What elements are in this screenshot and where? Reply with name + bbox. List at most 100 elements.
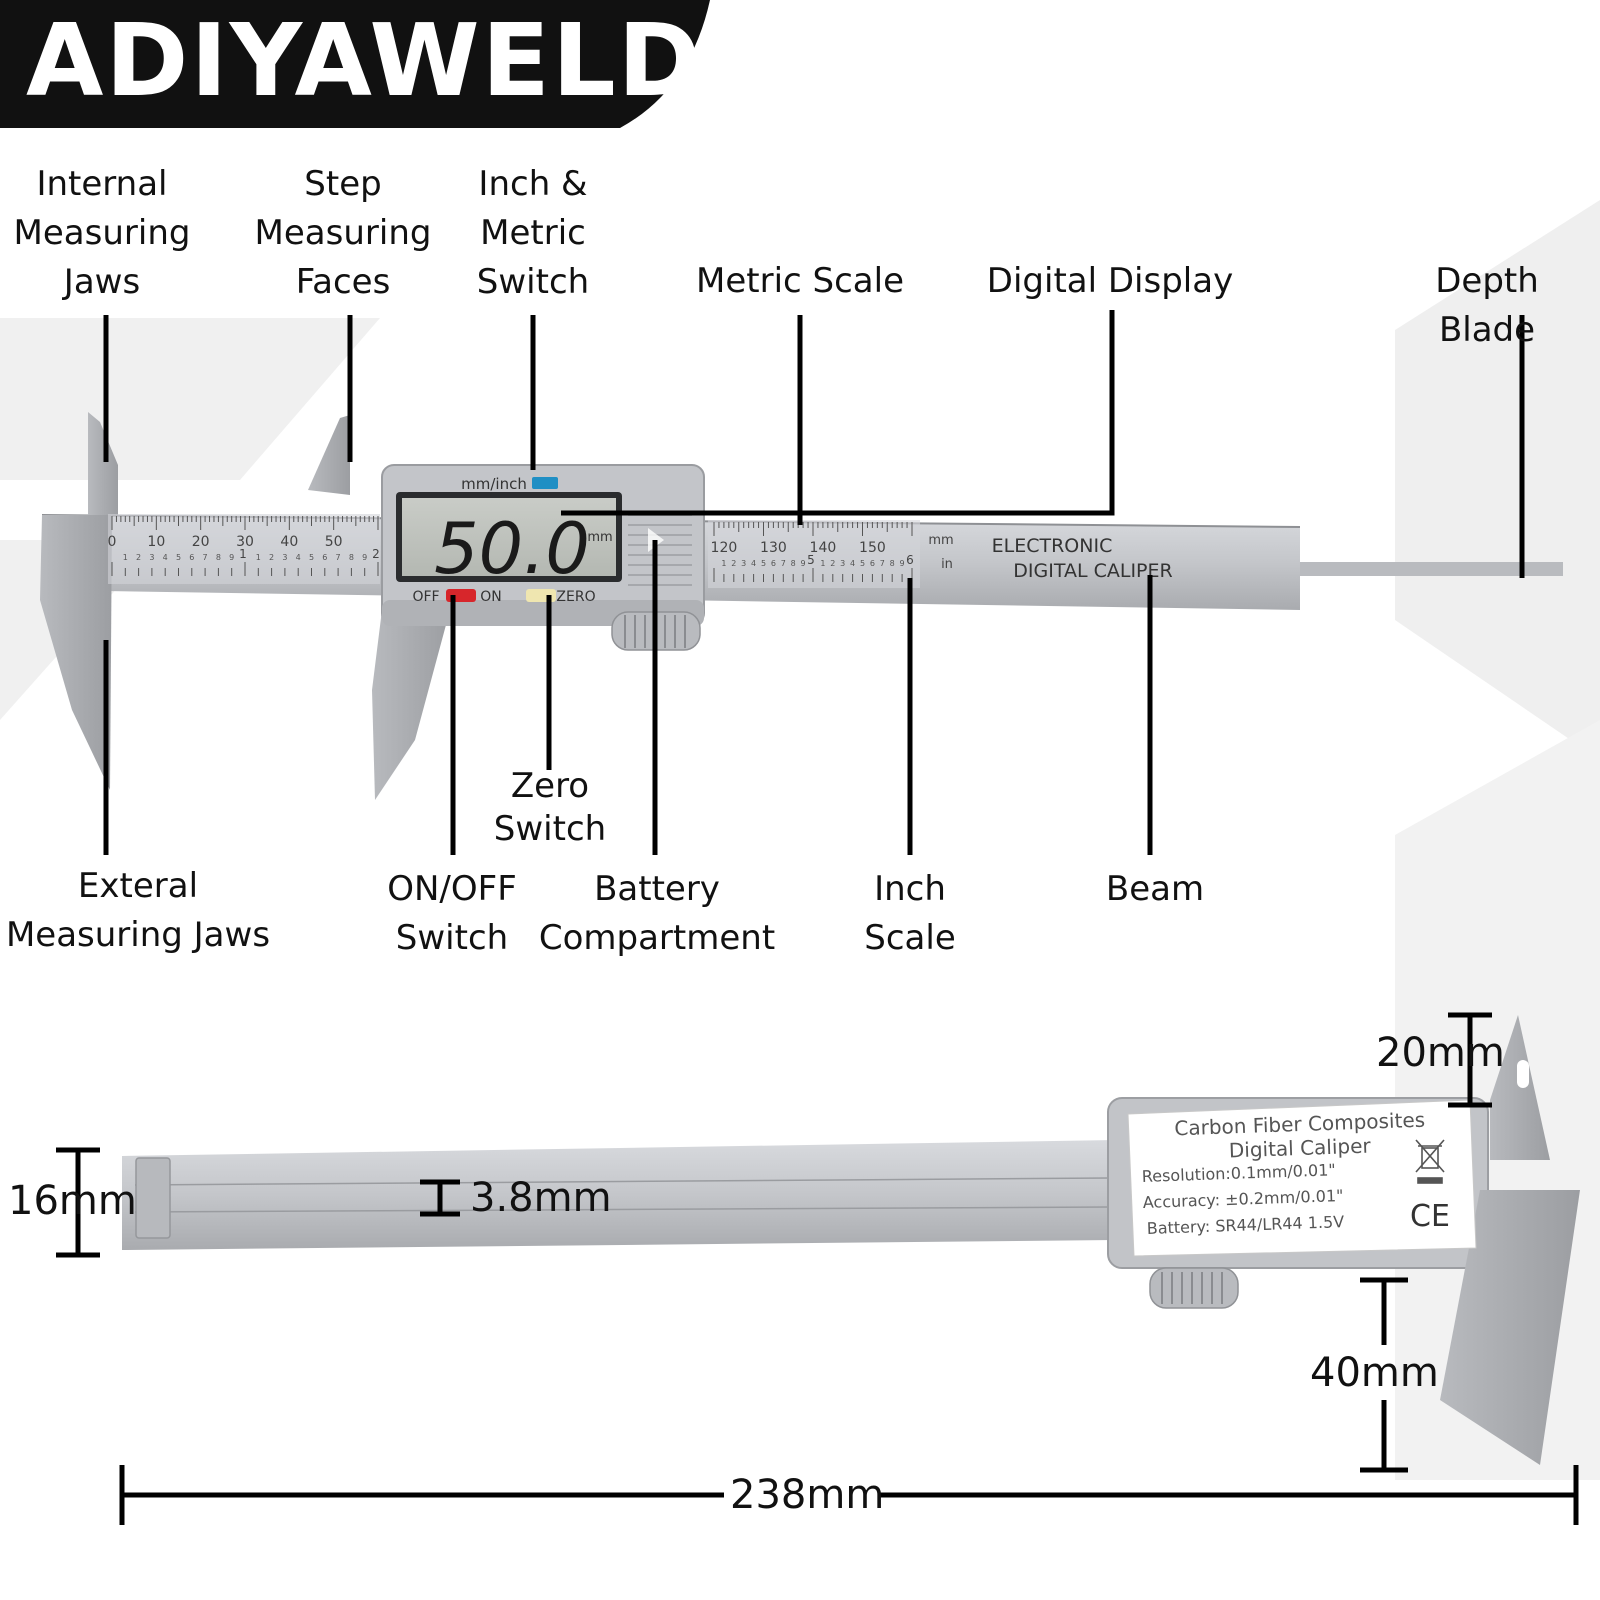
inch-major-label: 1 [239, 547, 247, 561]
inch-minor-label: 1 [820, 559, 825, 568]
inch-minor-label: 8 [216, 553, 221, 562]
label-depth-blade: Depth Blade [1435, 261, 1539, 350]
dim-height: 16mm [8, 1178, 137, 1224]
inch-minor-label: 6 [189, 553, 194, 562]
zero-label: ZERO [556, 589, 595, 605]
label-external-jaws: Exteral Measuring Jaws [5, 866, 271, 955]
mm-tick-label: 20 [192, 534, 210, 550]
front-caliper: 50.0 mm mm/inch OFF ON ZERO 0 10 20 30 40 50 1… [40, 412, 1563, 800]
inch-minor-label: 2 [731, 559, 736, 568]
back-jaw-lower [1440, 1190, 1580, 1465]
inch-minor-label: 2 [269, 553, 274, 562]
back-jaw-upper [1490, 1015, 1550, 1160]
scale-in-label: in [941, 557, 953, 572]
inch-minor-label: 3 [840, 559, 845, 568]
mm-tick-label: 30 [236, 534, 254, 550]
inch-minor-label: 7 [203, 553, 208, 562]
inch-minor-label: 7 [781, 559, 786, 568]
label-battery-compartment: Battery Compartment [538, 869, 776, 958]
inch-minor-label: 8 [349, 553, 354, 562]
mm-tick-label: 140 [810, 540, 837, 556]
leader-digital-display [561, 310, 1115, 516]
step-jaw-slider [308, 415, 350, 495]
label-inch-scale: Inch Scale [864, 869, 956, 958]
dim-depth: 20mm [1376, 1030, 1505, 1076]
mode-button[interactable] [532, 477, 558, 489]
beam-print-line2: DIGITAL CALIPER [1013, 560, 1172, 582]
back-thumbwheel [1149, 1267, 1239, 1309]
inch-minor-label: 4 [163, 553, 168, 562]
mm-tick-label: 0 [108, 534, 117, 550]
inch-minor-label: 5 [309, 553, 314, 562]
inch-minor-label: 1 [721, 559, 726, 568]
inch-minor-label: 6 [870, 559, 875, 568]
label-zero-switch: Zero Switch [493, 766, 607, 849]
inch-major-label: 5 [807, 553, 815, 567]
inch-minor-label: 9 [362, 553, 367, 562]
inch-minor-label: 5 [176, 553, 181, 562]
dim-thickness: 3.8mm [470, 1175, 612, 1221]
back-end-stop [135, 1157, 171, 1239]
inch-minor-label: 1 [256, 553, 261, 562]
inch-minor-label: 5 [761, 559, 766, 568]
label-on-off-switch: ON/OFF Switch [387, 869, 517, 958]
inch-major-label: 2 [372, 547, 380, 561]
on-label: ON [480, 589, 502, 605]
inch-minor-label: 1 [123, 553, 128, 562]
label-beam: Beam [1105, 869, 1205, 909]
mm-tick-label: 10 [147, 534, 165, 550]
label-inch-metric-switch: Inch & Metric Switch [476, 164, 590, 302]
beam-print-line1: ELECTRONIC [992, 535, 1113, 557]
dim-total-length: 238mm [730, 1472, 885, 1518]
back-label-line2: Digital Caliper [1228, 1134, 1371, 1163]
inch-minor-label: 9 [900, 559, 905, 568]
inch-minor-label: 3 [149, 553, 154, 562]
back-beam [122, 1140, 1115, 1250]
mm-tick-label: 120 [711, 540, 738, 556]
mm-tick-label: 40 [280, 534, 298, 550]
inch-minor-label: 2 [830, 559, 835, 568]
internal-jaw-fixed [88, 412, 118, 515]
inch-minor-label: 4 [850, 559, 855, 568]
inch-minor-label: 9 [801, 559, 806, 568]
inch-minor-label: 6 [322, 553, 327, 562]
inch-minor-label: 3 [282, 553, 287, 562]
scale-mm-label: mm [928, 533, 953, 548]
inch-minor-label: 7 [880, 559, 885, 568]
inch-minor-label: 7 [336, 553, 341, 562]
lcd-unit: mm [587, 530, 612, 545]
leader-lines [103, 310, 1525, 855]
mode-button-label: mm/inch [461, 475, 527, 493]
brand-banner [0, 0, 710, 128]
inch-minor-label: 8 [791, 559, 796, 568]
brand-logo: ADIYAWELD [26, 2, 703, 119]
inch-minor-label: 4 [296, 553, 301, 562]
label-digital-display: Digital Display [986, 261, 1234, 301]
back-label-sticker [1127, 1099, 1477, 1257]
inch-minor-label: 3 [741, 559, 746, 568]
off-label: OFF [412, 589, 439, 605]
inch-minor-label: 6 [771, 559, 776, 568]
dim-jaw-length: 40mm [1310, 1350, 1439, 1396]
inch-minor-label: 2 [136, 553, 141, 562]
mm-tick-label: 150 [859, 540, 886, 556]
external-jaw-slider [372, 610, 450, 800]
inch-minor-label: 8 [890, 559, 895, 568]
lcd-value: 50.0 [434, 508, 590, 590]
label-metric-scale: Metric Scale [696, 261, 904, 301]
weee-bin-icon [1415, 1139, 1445, 1184]
inch-minor-label: 5 [860, 559, 865, 568]
dimension-lines [56, 1012, 1579, 1525]
mm-tick-label: 130 [760, 540, 787, 556]
label-step-faces: Step Measuring Faces [254, 164, 432, 302]
inch-minor-label: 9 [229, 553, 234, 562]
depth-blade-shape [1280, 562, 1563, 576]
inch-minor-label: 4 [751, 559, 756, 568]
label-internal-jaws: Internal Measuring Jaws [13, 164, 191, 302]
inch-major-label: 6 [906, 553, 914, 567]
mm-tick-label: 50 [325, 534, 343, 550]
external-jaw-fixed [40, 515, 112, 790]
